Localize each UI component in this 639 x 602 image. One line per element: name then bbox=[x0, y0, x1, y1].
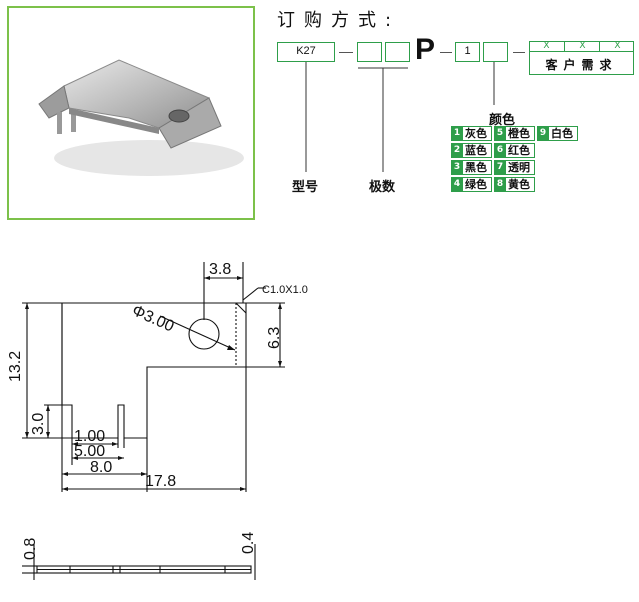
hole-leader bbox=[159, 315, 236, 351]
hole-dim: Φ3.00 bbox=[129, 302, 176, 335]
customer-label: 客户需求 bbox=[545, 58, 618, 72]
pole-box-1 bbox=[357, 42, 382, 62]
terminal-image bbox=[38, 59, 244, 176]
separator-dash bbox=[513, 52, 525, 53]
color-name: 透明 bbox=[508, 161, 530, 174]
color-number: 6 bbox=[494, 143, 506, 158]
dim-6-3: 6.3 bbox=[266, 327, 283, 349]
color-digit-box: 1 bbox=[455, 42, 480, 62]
color-name: 蓝色 bbox=[465, 144, 487, 157]
color-name: 绿色 bbox=[465, 178, 487, 191]
dim-3-8: 3.8 bbox=[209, 261, 231, 278]
color-number: 7 bbox=[494, 160, 506, 175]
color-name: 灰色 bbox=[465, 127, 487, 140]
color-name: 黄色 bbox=[508, 178, 530, 191]
x-mark: X bbox=[543, 41, 550, 51]
color-name: 白色 bbox=[551, 127, 573, 140]
color-number: 2 bbox=[451, 143, 463, 158]
poles-label: 极数 bbox=[369, 180, 396, 195]
customer-box bbox=[529, 41, 634, 75]
dim-5-00: 5.00 bbox=[74, 443, 105, 460]
color-number: 5 bbox=[494, 126, 506, 141]
order-title: 订购方式: bbox=[277, 10, 401, 31]
color-number: 9 bbox=[537, 126, 549, 141]
separator-dash bbox=[339, 52, 353, 53]
product-photo bbox=[7, 6, 255, 220]
chamfer-line bbox=[235, 302, 247, 314]
model-code-box: K27 bbox=[277, 42, 335, 62]
color-number: 3 bbox=[451, 160, 463, 175]
dim-17-8: 17.8 bbox=[145, 473, 176, 490]
color-box-2 bbox=[483, 42, 508, 62]
x-row: X X X bbox=[529, 41, 634, 52]
color-number: 1 bbox=[451, 126, 463, 141]
dim-0-8: 0.8 bbox=[22, 538, 39, 560]
color-name: 橙色 bbox=[508, 127, 530, 140]
letter-p: P bbox=[415, 33, 436, 66]
color-number: 8 bbox=[494, 177, 506, 192]
color-name: 黑色 bbox=[465, 161, 487, 174]
x-mark: X bbox=[599, 41, 635, 51]
color-digit: 1 bbox=[464, 45, 471, 57]
dim-1-00: 1.00 bbox=[74, 428, 105, 445]
dim-8-0: 8.0 bbox=[90, 459, 112, 476]
dim-3-0: 3.0 bbox=[30, 413, 47, 435]
model-code: K27 bbox=[296, 45, 316, 57]
separator-dash bbox=[440, 52, 452, 53]
hole-circle bbox=[188, 318, 220, 350]
color-name: 红色 bbox=[508, 144, 530, 157]
chamfer-note: C1.0X1.0 bbox=[262, 284, 308, 296]
pole-box-2 bbox=[385, 42, 410, 62]
dim-0-4: 0.4 bbox=[240, 532, 257, 554]
x-mark: X bbox=[564, 41, 600, 51]
color-legend-title: 颜色 bbox=[489, 113, 516, 128]
dim-13-2: 13.2 bbox=[7, 351, 24, 382]
model-label: 型号 bbox=[292, 180, 319, 195]
color-number: 4 bbox=[451, 177, 463, 192]
